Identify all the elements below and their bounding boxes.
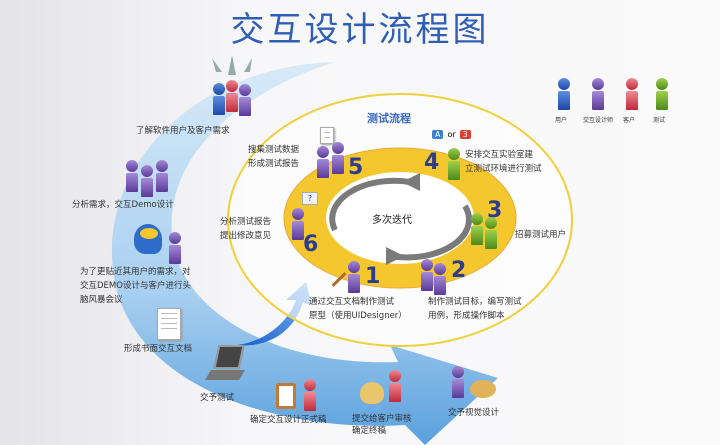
step-label: 形成书面交互文档 (124, 344, 193, 354)
lab-option: A or 3 (432, 130, 471, 139)
designer-icon (238, 84, 252, 116)
user-icon (557, 78, 571, 110)
option-b-icon: 3 (459, 130, 471, 139)
designer-icon (291, 208, 305, 240)
option-a-icon: A (432, 130, 444, 139)
clipboard-icon (276, 383, 296, 409)
tester-icon (655, 78, 669, 110)
step-label: 交予视觉设计 (448, 408, 500, 418)
test-step-label: 安排交互实验室建立测试环境进行测试 (465, 150, 542, 174)
step-number: 1 (365, 264, 381, 289)
designer-icon (433, 263, 447, 295)
test-step-label: 招募测试用户 (515, 230, 567, 240)
legend: 用户 交互设计师 客户 测试 (553, 78, 683, 128)
step-number: 4 (424, 150, 440, 175)
designer-icon (155, 160, 169, 192)
input-arrows-icon (212, 55, 252, 75)
client-icon (388, 370, 402, 402)
designer-icon (591, 78, 605, 110)
question-bubble-icon: ? (302, 192, 318, 205)
designer-icon (168, 232, 182, 264)
designer-icon (331, 142, 345, 174)
legend-label: 测试 (653, 117, 666, 124)
legend-label: 客户 (623, 117, 636, 124)
or-text: or (447, 130, 456, 139)
step-label: 分析需求，交互Demo设计 (72, 200, 174, 210)
test-flow-title: 测试流程 (367, 112, 411, 125)
page-title: 交互设计流程图 (230, 10, 490, 50)
document-icon (157, 308, 181, 340)
test-step-label: 分析测试报告提出修改意见 (220, 217, 272, 241)
step-label: 了解软件用户及客户需求 (136, 126, 230, 136)
user-icon (212, 83, 226, 115)
designer-icon (140, 165, 154, 197)
step-label: 为了更贴近其用户的需求，对交互DEMO设计与客户进行头脑风暴会议 (80, 267, 191, 305)
step-label: 确定交互设计正式稿 (250, 415, 327, 425)
laptop-icon (205, 345, 245, 385)
palette-icon (470, 380, 496, 398)
tester-icon (484, 217, 498, 249)
brainstorm-brain-icon (134, 224, 162, 254)
legend-label: 交互设计师 (583, 117, 614, 124)
test-step-label: 搜集测试数据形成测试报告 (248, 145, 300, 169)
test-step-label: 通过交互文档制作测试原型（使用UIDesigner） (309, 297, 407, 321)
tester-icon (447, 148, 461, 180)
test-step-label: 制作测试目标，编写测试用例，形成操作脚本 (428, 297, 522, 321)
designer-icon (420, 259, 434, 291)
designer-icon (347, 261, 361, 293)
tester-icon (470, 213, 484, 245)
designer-icon (451, 366, 465, 398)
stamp-icon (360, 382, 384, 404)
iteration-arrow-bottom (389, 204, 472, 261)
iteration-arrow-top (329, 177, 411, 232)
step-label: 提交给客户审核确定终稿 (352, 414, 412, 436)
iteration-label: 多次迭代 (372, 215, 412, 226)
report-icon (320, 127, 334, 144)
step-number: 6 (303, 232, 319, 257)
client-icon (625, 78, 639, 110)
legend-label: 用户 (555, 117, 568, 124)
client-icon (225, 80, 239, 112)
step-label: 交予测试 (200, 393, 235, 403)
client-icon (303, 379, 317, 411)
designer-icon (125, 160, 139, 192)
step-number: 3 (487, 198, 503, 223)
step-number: 2 (451, 258, 467, 283)
step-number: 5 (348, 155, 364, 180)
process-band-arrow (111, 62, 498, 445)
designer-icon (316, 146, 330, 178)
